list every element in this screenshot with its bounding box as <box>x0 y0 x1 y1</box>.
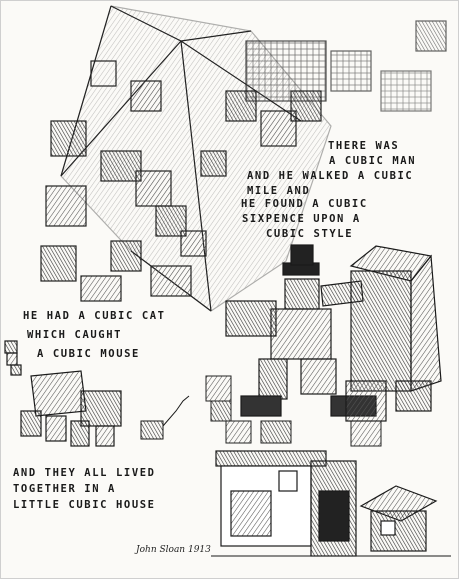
poem-line: AND THEY ALL LIVED <box>13 467 156 479</box>
cubic-mouse <box>140 395 190 440</box>
poem-line: AND HE WALKED A CUBIC <box>247 170 414 182</box>
cubic-house-top <box>40 5 447 312</box>
poem-line: THERE WAS <box>328 140 400 152</box>
stile-cube <box>345 245 442 422</box>
artist-signature: John Sloan 1913 <box>136 545 211 555</box>
poem-line: A CUBIC MAN <box>329 155 417 167</box>
poem-line: MILE AND <box>247 185 311 197</box>
poem-line: SIXPENCE UPON A <box>242 213 361 225</box>
cubic-man <box>225 244 377 417</box>
poem-line: WHICH CAUGHT <box>27 329 123 341</box>
poem-line: CUBIC STYLE <box>266 228 354 240</box>
poem-line: TOGETHER IN A <box>13 483 116 495</box>
poem-line: LITTLE CUBIC HOUSE <box>13 499 156 511</box>
poem-line: HE FOUND A CUBIC <box>241 198 368 210</box>
poem-line: HE HAD A CUBIC CAT <box>23 310 166 322</box>
little-cubic-house <box>211 450 451 557</box>
poem-line: A CUBIC MOUSE <box>37 348 140 360</box>
cubic-cat <box>4 340 122 447</box>
scattered-cubes <box>205 375 382 447</box>
